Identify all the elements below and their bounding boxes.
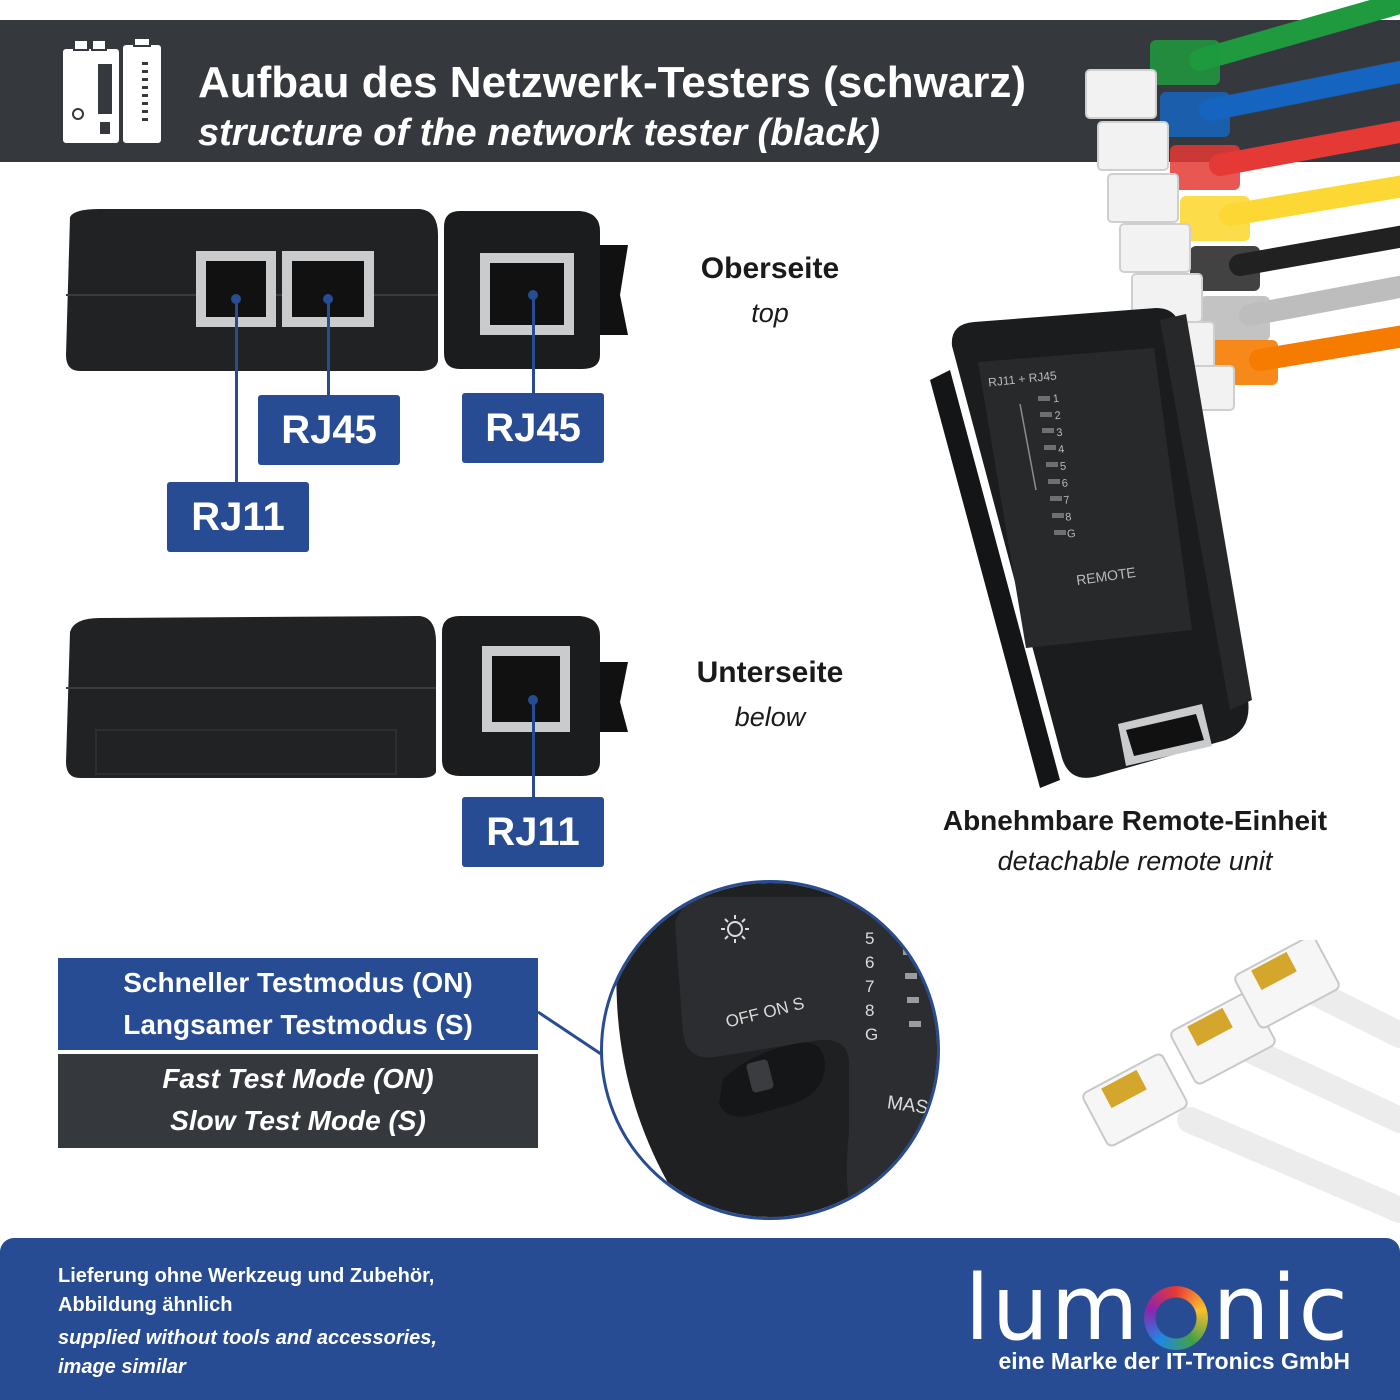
test-mode-box-en: Fast Test Mode (ON) Slow Test Mode (S) <box>58 1054 538 1148</box>
label-rj11-main: RJ11 <box>167 482 309 552</box>
page-title: Aufbau des Netzwerk-Testers (schwarz) <box>198 58 1027 107</box>
caption-remote-de: Abnehmbare Remote-Einheit <box>942 805 1328 836</box>
switch-zoom-image: OFF ON S 5 6 7 8 G MAS <box>600 880 940 1220</box>
label-rj45-main: RJ45 <box>258 395 400 465</box>
mode-slow-en: Slow Test Mode (S) <box>170 1105 426 1136</box>
caption-remote-en: detachable remote unit <box>997 846 1273 876</box>
mode-pointer-line <box>538 1010 605 1058</box>
rj11-cables-image <box>1082 940 1400 1223</box>
caption-bottom-de: Unterseite <box>696 656 844 689</box>
caption-bottom-en: below <box>734 702 806 732</box>
page-subtitle: structure of the network tester (black) <box>198 112 881 154</box>
mode-fast-en: Fast Test Mode (ON) <box>162 1063 434 1094</box>
remote-unit-image: RJ11 + RJ45 1 2 3 4 5 6 7 8 G REMOTE <box>930 300 1260 800</box>
label-rj45-remote: RJ45 <box>462 393 604 463</box>
rj45-remote-pointer-line <box>532 296 535 396</box>
caption-top-en: top <box>751 298 789 328</box>
rj45-pointer-line <box>327 300 330 396</box>
patch-cables-image <box>1085 0 1400 411</box>
network-tester-icon <box>61 38 163 145</box>
rj11-pointer-line <box>235 300 238 482</box>
rainbow-o-icon <box>1144 1285 1209 1350</box>
caption-top-de: Oberseite <box>700 252 840 285</box>
label-rj11-bottom: RJ11 <box>462 797 604 867</box>
rj11-bottom-pointer-line <box>532 700 535 798</box>
switch-led-labels: 5 6 7 8 G <box>865 929 879 1044</box>
lumonic-logo: lum nic <box>964 1256 1350 1361</box>
test-mode-box-de: Schneller Testmodus (ON) Langsamer Testm… <box>58 958 538 1050</box>
delivery-note-en: supplied without tools and accessories, … <box>58 1327 437 1378</box>
brand-tagline: eine Marke der IT-Tronics GmbH <box>998 1348 1351 1374</box>
mode-fast-de: Schneller Testmodus (ON) <box>123 967 473 998</box>
delivery-note-de: Lieferung ohne Werkzeug und Zubehör, Abb… <box>58 1265 435 1316</box>
tester-top-view-image <box>66 209 628 371</box>
mode-slow-de: Langsamer Testmodus (S) <box>123 1009 473 1040</box>
tester-bottom-view-image <box>66 616 628 778</box>
footer-banner: Lieferung ohne Werkzeug und Zubehör, Abb… <box>0 1238 1400 1400</box>
